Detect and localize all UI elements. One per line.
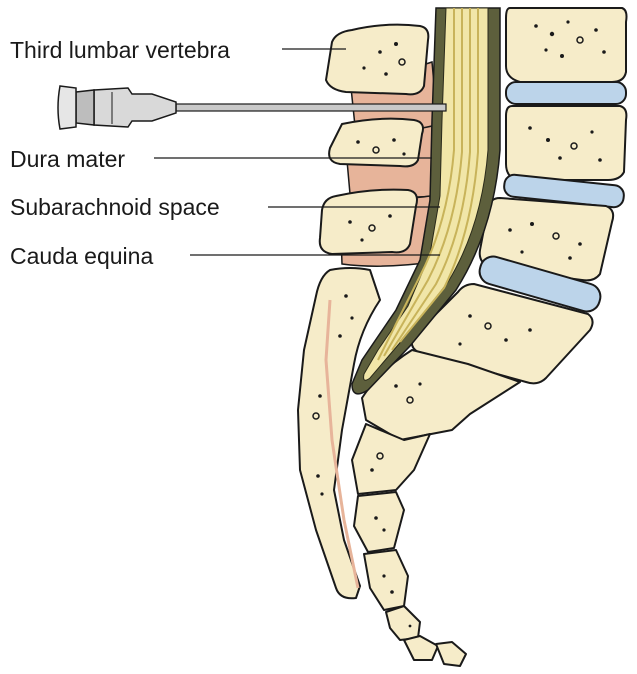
vertebral-body-l3	[505, 105, 628, 181]
intervertebral-disc-1	[505, 81, 627, 105]
cauda-equina-fibers	[377, 8, 479, 361]
spinous-process-l4	[328, 117, 424, 168]
spinous-process-l5	[318, 188, 418, 255]
bone-texture	[312, 20, 606, 628]
spinous-processes	[297, 23, 430, 600]
coccyx-1	[363, 549, 409, 611]
vertebral-body-l2	[505, 7, 628, 83]
needle-shaft	[175, 103, 447, 112]
vertebral-bodies	[351, 7, 628, 667]
coccyx-3	[403, 635, 439, 661]
label-third-lumbar-vertebra: Third lumbar vertebra	[10, 37, 230, 63]
third-lumbar-vertebra-process	[325, 23, 430, 96]
needle-cap	[57, 85, 77, 130]
thecal-lining	[324, 299, 360, 589]
label-dura-mater: Dura mater	[10, 146, 125, 172]
sacral-segment-2	[351, 423, 431, 495]
coccyx-2	[385, 605, 421, 641]
coccyx-4	[435, 641, 467, 667]
intervertebral-disc-3	[478, 255, 602, 313]
label-subarachnoid-space: Subarachnoid space	[10, 194, 220, 220]
vertebral-body-l5	[410, 283, 594, 385]
label-cauda-equina: Cauda equina	[10, 243, 153, 269]
posterior-sacrum	[297, 267, 381, 600]
annotation-labels: Third lumbar vertebra Dura mater Subarac…	[10, 37, 440, 269]
needle-hub	[93, 87, 177, 128]
dural-sac	[324, 7, 501, 589]
needle-hub-ring	[75, 89, 95, 126]
spinal-needle	[57, 85, 447, 130]
sacral-segment-3	[353, 491, 405, 553]
